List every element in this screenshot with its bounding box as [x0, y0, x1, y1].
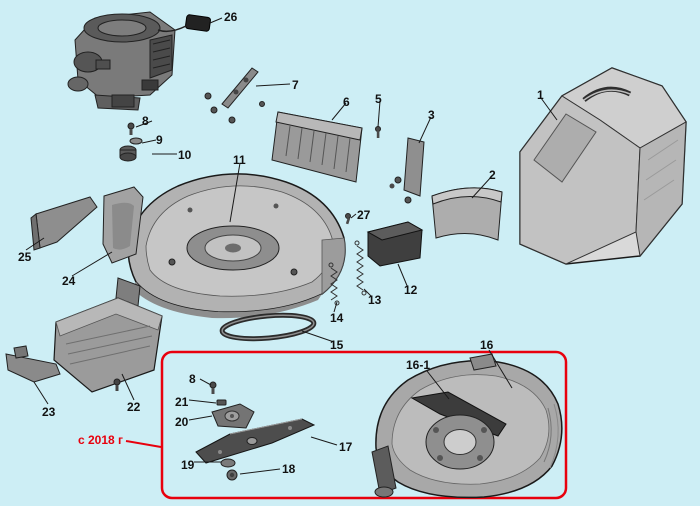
part-label-8-top: 8 [142, 114, 149, 128]
part-label-5: 5 [375, 92, 382, 106]
part-label-17: 17 [339, 440, 353, 454]
since-2018-note: с 2018 г [78, 433, 124, 447]
leader-lines [25, 17, 558, 475]
engine-illustration [67, 11, 176, 111]
bracket-3-illustration [389, 137, 425, 204]
part-label-22: 22 [127, 400, 141, 414]
grass-catcher-1-illustration [519, 67, 687, 265]
bolt-5-illustration [375, 126, 381, 138]
bolt-27-illustration [345, 213, 351, 225]
part-label-1: 1 [537, 88, 544, 102]
part-label-18: 18 [282, 462, 296, 476]
part-label-26: 26 [224, 10, 238, 24]
guard-24-illustration [102, 186, 144, 264]
belt-15-illustration [219, 312, 317, 342]
part-label-9: 9 [156, 133, 163, 147]
rail-23-illustration [5, 345, 61, 383]
highlight-box-2018 [160, 350, 568, 500]
part-label-25: 25 [18, 250, 32, 264]
spring-14-illustration [328, 262, 340, 306]
part-label-15: 15 [330, 338, 344, 352]
part-label-2: 2 [489, 168, 496, 182]
part-label-8-blade: 8 [189, 372, 196, 386]
blade-kit-illustration [195, 381, 316, 481]
highlight-leader-line [125, 440, 162, 448]
part-label-3: 3 [428, 108, 435, 122]
part-label-16: 16 [480, 338, 494, 352]
part-label-16-1: 16-1 [406, 358, 431, 372]
bracket-7-illustration [204, 67, 265, 124]
grille-6-illustration [271, 111, 363, 183]
guard-25-illustration [30, 196, 98, 251]
part-label-19: 19 [181, 458, 195, 472]
front-cover-22-illustration [53, 297, 163, 393]
part-label-24: 24 [62, 274, 76, 288]
part-label-10: 10 [178, 148, 192, 162]
part-label-11: 11 [233, 153, 246, 167]
spring-13-illustration [354, 240, 367, 296]
hardware-8-9-10-illustration [119, 122, 143, 162]
deck-11-illustration [115, 173, 346, 319]
connector-26-illustration [157, 14, 211, 33]
part-label-20: 20 [175, 415, 189, 429]
part-label-7: 7 [292, 78, 299, 92]
part-label-14: 14 [330, 311, 344, 325]
part-label-21: 21 [175, 395, 189, 409]
panel-2-illustration [431, 187, 503, 241]
part-label-6: 6 [343, 95, 350, 109]
part-label-23: 23 [42, 405, 56, 419]
part-label-12: 12 [404, 283, 418, 297]
box-12-illustration [366, 221, 424, 267]
housing-16-illustration [371, 353, 563, 499]
part-label-13: 13 [368, 293, 382, 307]
part-label-27: 27 [357, 208, 371, 222]
